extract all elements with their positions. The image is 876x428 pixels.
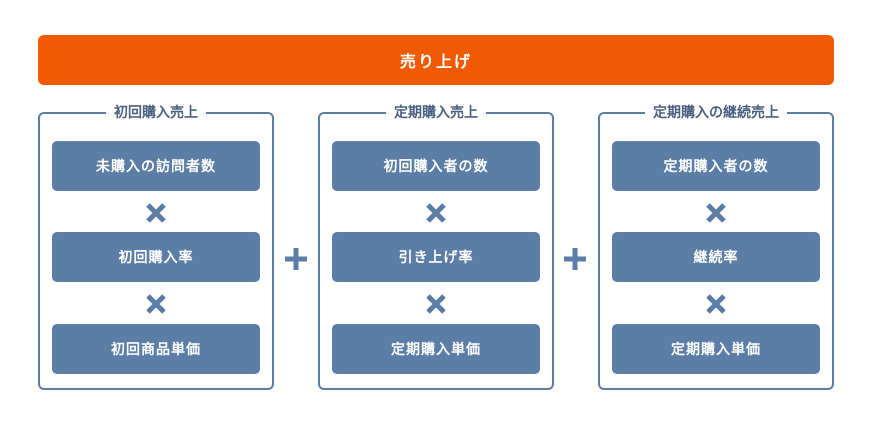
- factor-box: 継続率: [612, 232, 820, 282]
- factor-box: 定期購入単価: [612, 324, 820, 374]
- multiply-icon: [426, 203, 446, 223]
- plus-icon: [564, 248, 586, 270]
- group-title: 初回購入売上: [106, 103, 206, 123]
- factor-box: 初回購入率: [52, 232, 260, 282]
- factor-box: 引き上げ率: [332, 232, 540, 282]
- multiply-icon: [426, 294, 446, 314]
- factor-box: 定期購入単価: [332, 324, 540, 374]
- sales-banner: 売り上げ: [38, 35, 834, 85]
- factor-box: 初回購入者の数: [332, 141, 540, 191]
- plus-icon: [285, 248, 307, 270]
- multiply-icon: [146, 203, 166, 223]
- multiply-icon: [706, 203, 726, 223]
- factor-box: 未購入の訪問者数: [52, 141, 260, 191]
- group-subscription-continuation-sales: 定期購入の継続売上 定期購入者の数 継続率 定期購入単価: [598, 103, 834, 390]
- banner-label: 売り上げ: [399, 52, 472, 71]
- group-first-purchase-sales: 初回購入売上 未購入の訪問者数 初回購入率 初回商品単価: [38, 103, 274, 390]
- group-title: 定期購入売上: [386, 103, 486, 123]
- factor-box: 初回商品単価: [52, 324, 260, 374]
- multiply-icon: [146, 294, 166, 314]
- group-subscription-sales: 定期購入売上 初回購入者の数 引き上げ率 定期購入単価: [318, 103, 554, 390]
- group-title: 定期購入の継続売上: [645, 103, 787, 123]
- multiply-icon: [706, 294, 726, 314]
- factor-box: 定期購入者の数: [612, 141, 820, 191]
